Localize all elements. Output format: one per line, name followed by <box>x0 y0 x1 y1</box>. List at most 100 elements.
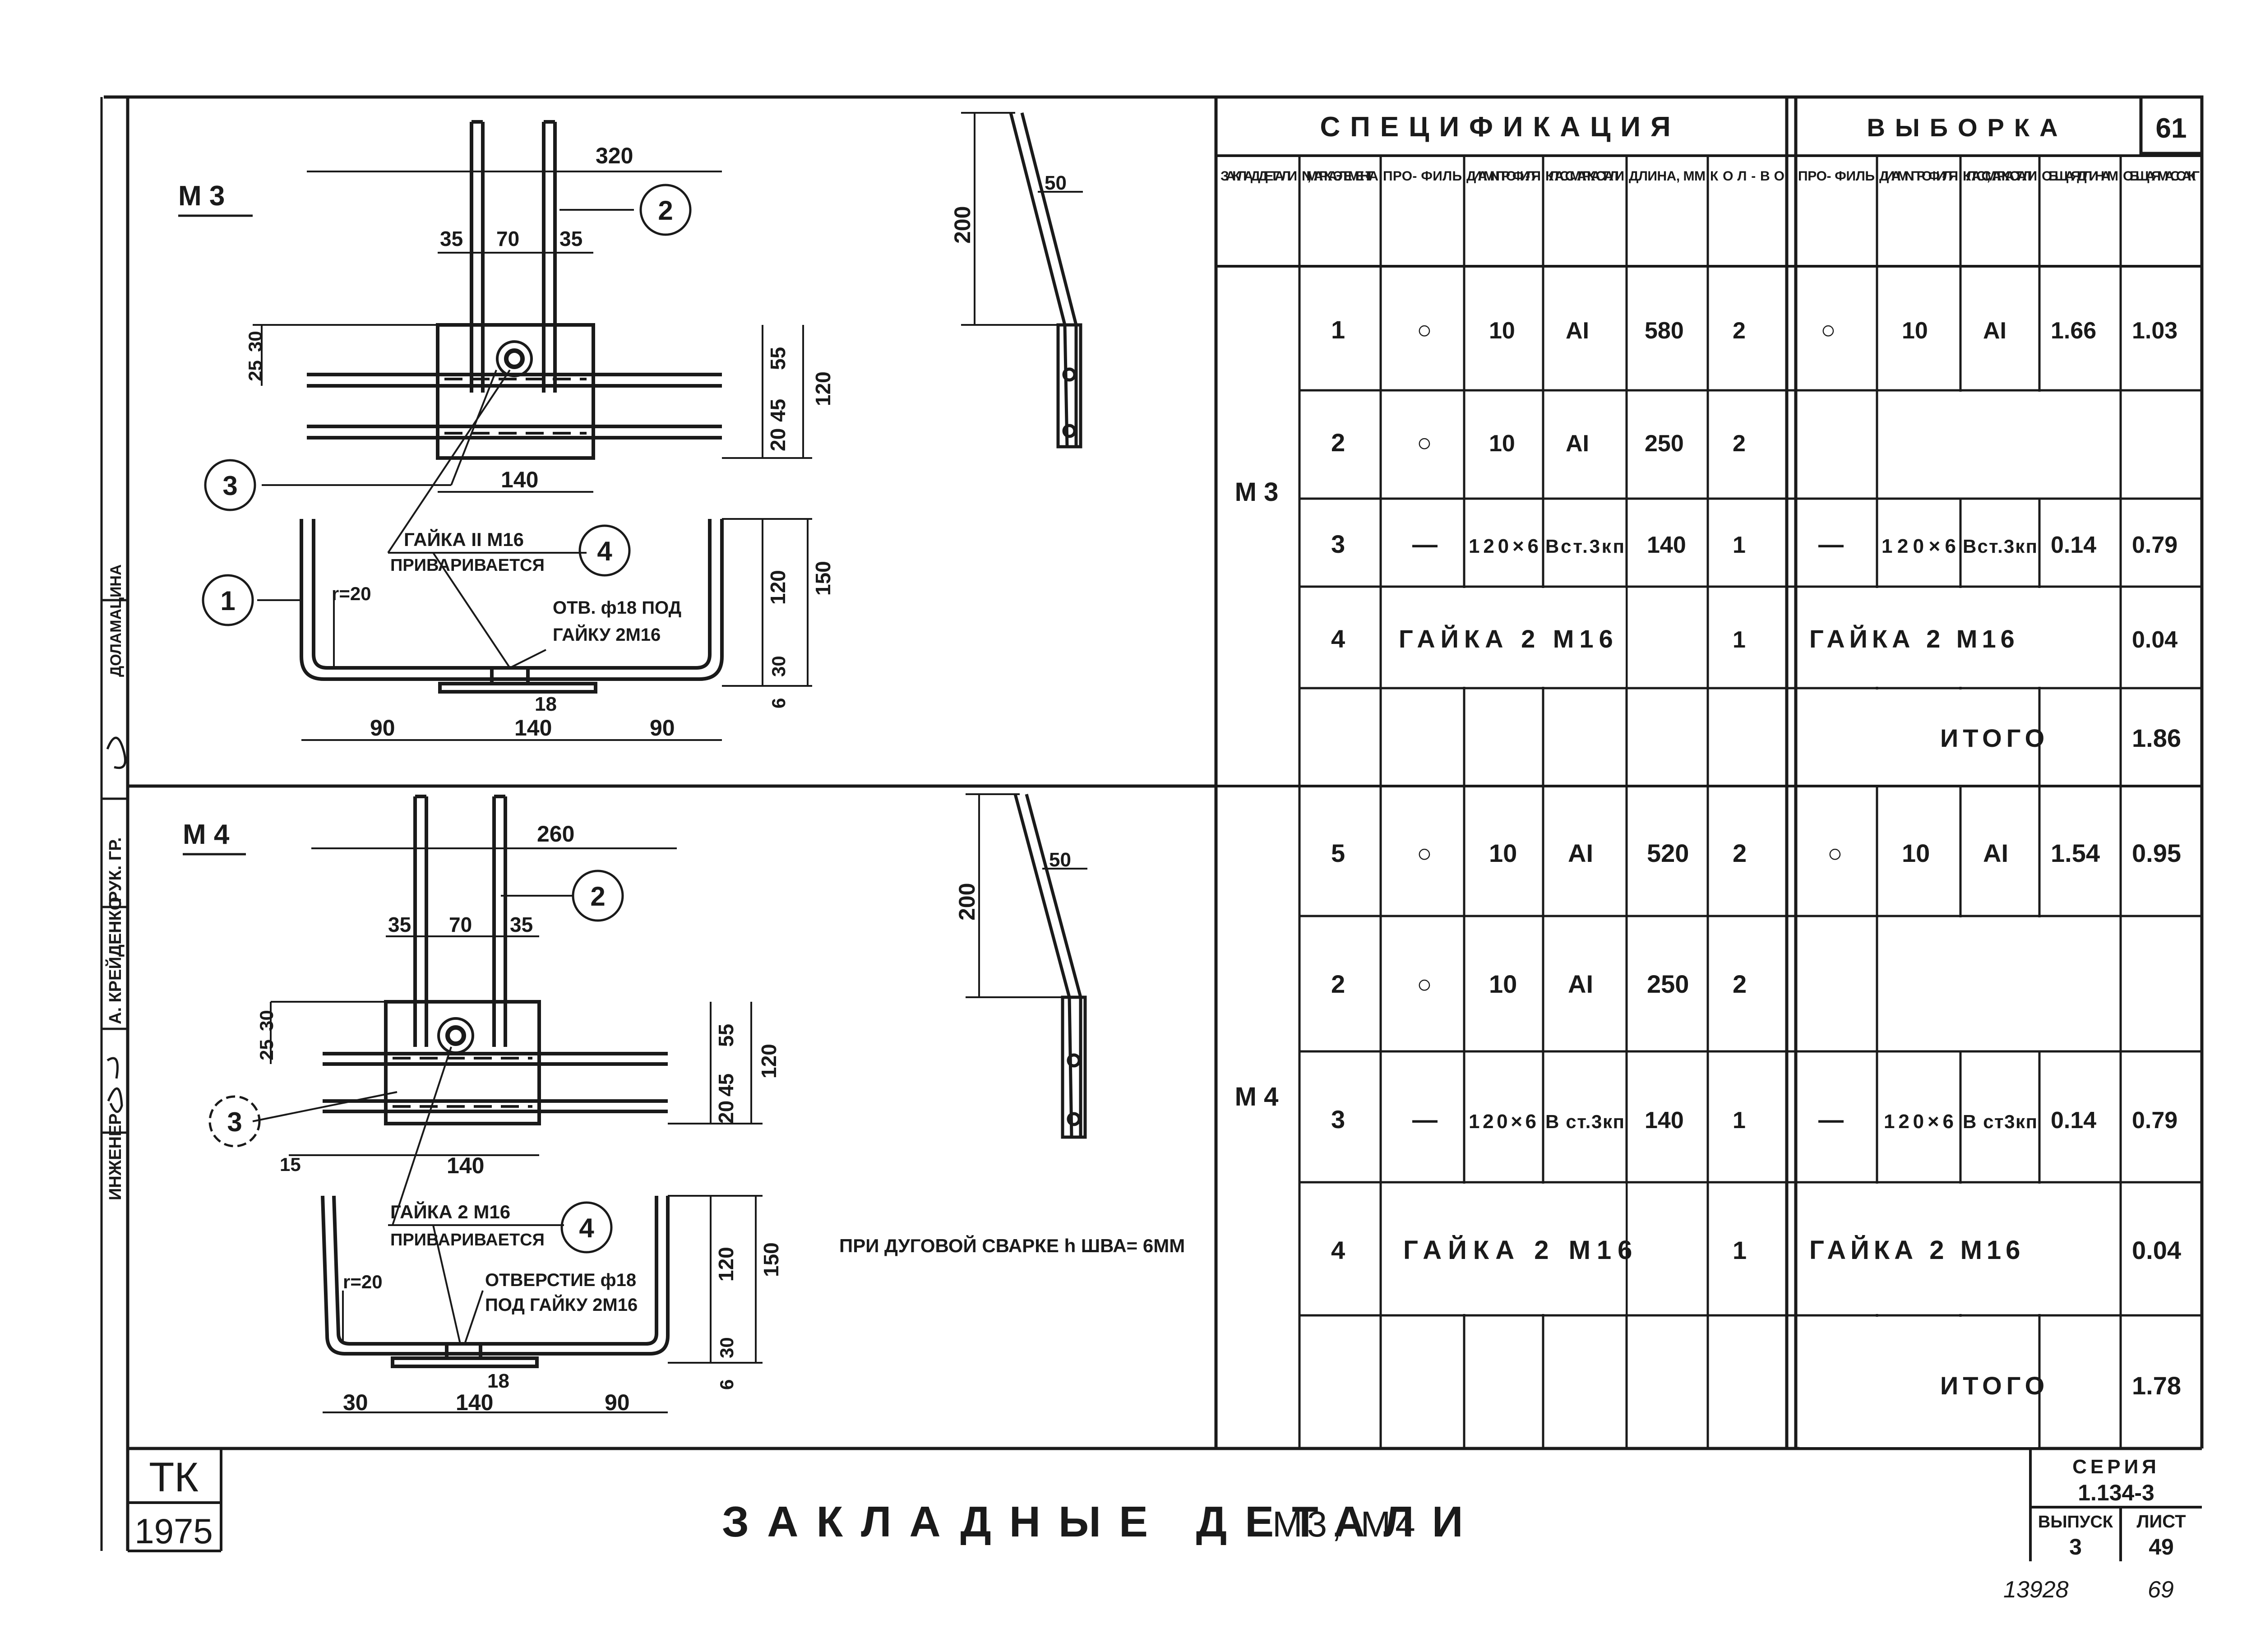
spec-table: СПЕЦИФИКАЦИЯ ВЫБОРКА <box>1216 97 2202 1448</box>
cell-s-steel: AI <box>1983 839 2008 867</box>
header-element: N, МАРКА ЭЛЕМЕН- ТА <box>1302 169 1378 184</box>
cell-steel: AI <box>1566 318 1589 344</box>
cell-diam: 10 <box>1489 430 1515 457</box>
m3-dim-35a: 35 <box>440 227 463 250</box>
title-block: ТК 1975 ЗАКЛАДНЫЕ ДЕТАЛИ М3, М4 СЕРИЯ 1.… <box>128 1448 2202 1603</box>
m3-callout-3: 3 <box>222 471 237 501</box>
m3-dim-90b: 90 <box>650 715 675 740</box>
cell-length: 250 <box>1645 430 1684 457</box>
m4-dim-30: 30 <box>256 1010 277 1031</box>
handwritten-number: 69 <box>2148 1577 2174 1603</box>
m4-dim-120: 120 <box>757 1044 781 1078</box>
m4-callout-4: 4 <box>579 1213 594 1243</box>
cell-s-mass: 0.04 <box>2132 1236 2181 1264</box>
m3-dim-25: 25 <box>245 360 266 381</box>
cell-s-profile: ○ <box>1827 839 1843 867</box>
header-qty: КОЛ-ВО <box>1710 169 1784 184</box>
m3-dim-70: 70 <box>496 227 519 250</box>
table-row: ИТОГО 1.78 <box>1940 1371 2181 1400</box>
m3-dim-90a: 90 <box>370 715 395 740</box>
header-steel: КЛАСС МАРКА СТАЛИ <box>1545 169 1624 184</box>
cell-nut: ГАЙКА 2 М16 <box>1403 1236 1638 1265</box>
m3-dim-45: 45 <box>766 399 790 422</box>
m3-dim-18: 18 <box>535 693 557 715</box>
m3-hole-2: ГАЙКУ 2M16 <box>553 624 661 645</box>
m4-side-50: 50 <box>1049 849 1071 871</box>
m4-dim-18: 18 <box>487 1370 509 1392</box>
cell-nut: ГАЙКА 2 М16 <box>1399 625 1618 653</box>
m4-dim-35a: 35 <box>388 913 411 936</box>
m4-dim-140b: 140 <box>456 1390 493 1415</box>
cell-s-profile: — <box>1818 1105 1844 1134</box>
m3-label: М 3 <box>178 180 225 212</box>
archive-number: 13928 <box>2003 1577 2069 1603</box>
cell-s-length: 1.54 <box>2051 839 2100 867</box>
m3-dim-35b: 35 <box>559 227 582 250</box>
cell-profile: — <box>1412 1105 1438 1134</box>
cell-s-diam: 10 <box>1902 318 1928 344</box>
table-row: 3 — 120×6 В ст.3кп 140 1 — 120×6 В ст3кп… <box>1331 1105 2177 1134</box>
cell-qty: 2 <box>1733 430 1746 457</box>
m4-dim-120b: 120 <box>714 1247 738 1282</box>
cell-s-profile: — <box>1818 530 1844 558</box>
cell-diam: 10 <box>1489 318 1515 344</box>
m3-callout-1: 1 <box>220 586 235 616</box>
signature-mark <box>106 736 126 1113</box>
cell-length: 580 <box>1645 318 1684 344</box>
cell-s-steel: Вст.3кп <box>1963 536 2037 557</box>
sheet-number-box: 61 <box>2139 95 2204 155</box>
m4-dim-30b: 30 <box>716 1337 737 1358</box>
cell-profile: — <box>1412 530 1438 558</box>
m3-callout-2: 2 <box>658 195 673 226</box>
m4-dim-70: 70 <box>449 913 472 936</box>
spec-headers: ЗАКЛАД. ДЕТАЛИ N, МАРКА ЭЛЕМЕН- ТА ПРО- … <box>1220 169 2200 184</box>
cell-s-diam: 120×6 <box>1884 1111 1954 1133</box>
cell-profile: ○ <box>1417 428 1432 457</box>
sheet-title: ЗАКЛАДНЫЕ ДЕТАЛИ <box>722 1498 1481 1546</box>
cell-n: 4 <box>1331 1236 1345 1264</box>
m3-dim-30: 30 <box>245 331 266 352</box>
stamp-role-engineer: ИНЖЕНЕР <box>106 1113 125 1200</box>
m3-hole-1: ОТВ. ф18 ПОД <box>553 598 681 618</box>
issue-value: 3 <box>2069 1534 2082 1559</box>
stamp-name: А. КРЕЙДЕНКО <box>105 897 125 1024</box>
m4-nut-label: ГАЙКА 2 M16 <box>390 1201 510 1222</box>
header-mark: ЗАКЛАД. ДЕТАЛИ <box>1220 169 1297 184</box>
m4-label: М 4 <box>183 819 230 850</box>
issue-label: ВЫПУСК <box>2038 1513 2113 1532</box>
m3-callout-4: 4 <box>597 536 612 566</box>
cell-length: 250 <box>1647 970 1689 998</box>
cell-s-nut: ГАЙКА 2 М16 <box>1809 625 2019 653</box>
cell-profile: ○ <box>1417 970 1432 998</box>
m4-callout-3: 3 <box>227 1107 242 1137</box>
total-label: ИТОГО <box>1940 1371 2049 1400</box>
cell-qty: 1 <box>1733 532 1746 558</box>
approval-stamp: ИНЖЕНЕР РУК. ГР. А. КРЕЙДЕНКО ДОЛАМАЦИНА <box>100 97 128 1551</box>
total-label: ИТОГО <box>1940 724 2049 752</box>
drawing-m4: М 4 <box>183 793 1185 1415</box>
cell-s-mass: 1.03 <box>2132 318 2177 344</box>
table-row: 4 ГАЙКА 2 М16 1 ГАЙКА 2 М16 0.04 <box>1331 625 2177 653</box>
cell-qty: 1 <box>1733 627 1746 653</box>
header-s-length: ОБЩАЯ ДЛИНА М <box>2042 169 2118 184</box>
m3-dim-6: 6 <box>768 698 789 708</box>
total-mass: 1.86 <box>2132 724 2181 752</box>
cell-s-mass: 0.79 <box>2132 532 2177 558</box>
cell-n: 2 <box>1331 428 1345 457</box>
m3-dim-width: 320 <box>596 143 633 168</box>
cell-profile: ○ <box>1417 315 1432 344</box>
m3-dim-55: 55 <box>766 347 790 370</box>
m4-dim-30c: 30 <box>343 1390 368 1415</box>
page-label: ЛИСТ <box>2136 1512 2186 1532</box>
org-code: ТК <box>149 1454 199 1500</box>
m3-dim-150: 150 <box>811 561 835 596</box>
header-s-profile: ПРО- ФИЛЬ <box>1798 169 1875 184</box>
cell-diam: 120×6 <box>1469 535 1539 557</box>
cell-n: 5 <box>1331 839 1345 867</box>
m3-welded-label: ПРИВАРИВАЕТСЯ <box>390 556 545 575</box>
welding-note: ПРИ ДУГОВОЙ СВАРКЕ h ШВА= 6ММ <box>839 1235 1185 1256</box>
m4-hole-2: ПОД ГАЙКУ 2М16 <box>485 1294 638 1315</box>
cell-diam: 10 <box>1489 839 1517 867</box>
m4-dim-35b: 35 <box>510 913 533 936</box>
m4-welded-label: ПРИВАРИВАЕТСЯ <box>390 1231 545 1249</box>
